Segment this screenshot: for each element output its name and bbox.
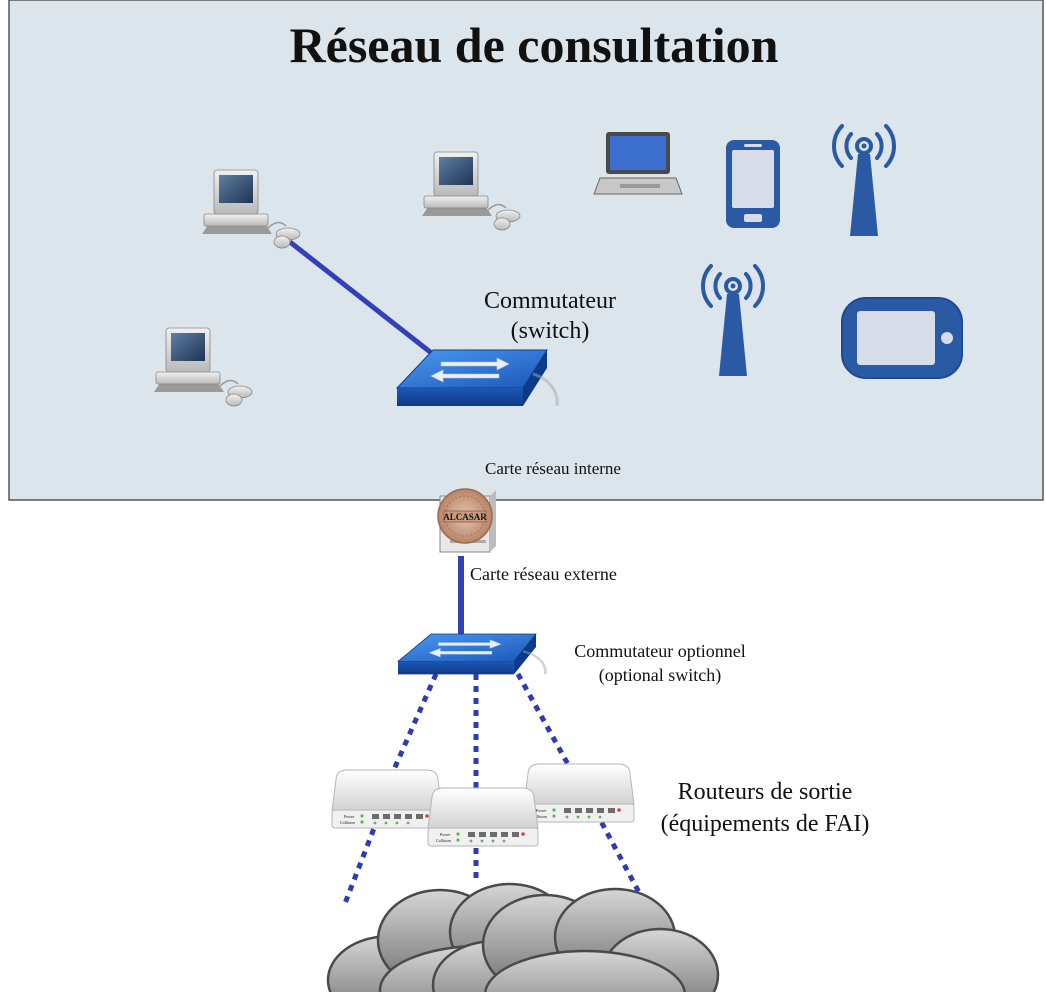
optional-switch-label-line-2: (optional switch) (599, 665, 721, 686)
optional-switch-to-router-1-link (389, 672, 439, 776)
routers-label-line-1: Routeurs de sortie (678, 779, 853, 805)
routers-label-line-2: (équipements de FAI) (661, 811, 870, 837)
router-1-to-internet-link (341, 817, 381, 907)
internal-nic-label: Carte réseau interne (485, 459, 621, 478)
router-icon (331, 769, 443, 829)
smartphone-icon (726, 140, 780, 228)
alcasar-stamp: ALCASAR (443, 512, 487, 522)
optional-switch-icon (396, 632, 547, 676)
zone-title: Réseau de consultation (290, 17, 779, 73)
internet-cloud-icon (326, 882, 720, 992)
laptop-icon (593, 132, 683, 195)
consultation-network-zone (8, 0, 1044, 501)
external-nic-label: Carte réseau externe (470, 564, 617, 584)
optional-switch-label-line-1: Commutateur optionnel (574, 641, 745, 661)
tablet-icon (841, 297, 963, 379)
switch-label-line-1: Commutateur (484, 288, 616, 314)
alcasar-server-icon: ALCASAR (437, 488, 496, 553)
wan-links (341, 672, 645, 907)
optional-switch-to-router-3-link (515, 672, 573, 770)
router-icon (523, 763, 635, 823)
switch-label-line-2: (switch) (511, 318, 590, 344)
router-3-to-internet-link (593, 810, 645, 900)
pc-to-switch-link (288, 240, 450, 368)
router-icon (427, 787, 539, 847)
